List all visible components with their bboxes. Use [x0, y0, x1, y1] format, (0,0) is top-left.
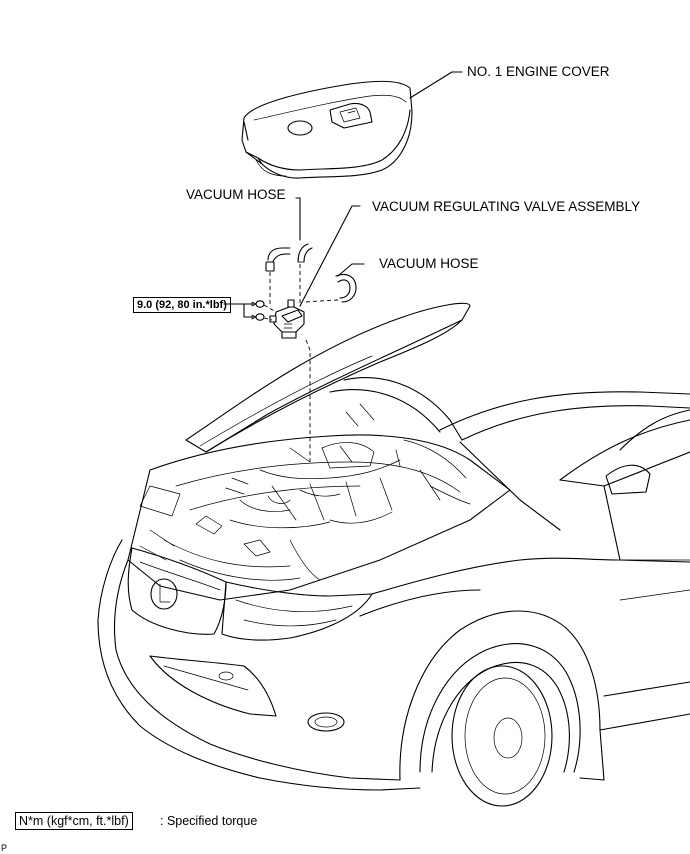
engine-cover-leader — [409, 71, 453, 99]
vehicle-drawing — [97, 302, 690, 807]
regulating-valve-label: VACUUM REGULATING VALVE ASSEMBLY — [372, 199, 641, 214]
reference-mark: P — [1, 843, 8, 853]
vacuum-hose-1-leader — [295, 197, 301, 241]
vacuum-hose-2-leader — [337, 263, 365, 277]
engine-cover-label: NO. 1 ENGINE COVER — [467, 64, 610, 79]
legend-description: : Specified torque — [160, 814, 258, 828]
vacuum-hose-2-drawing — [335, 273, 357, 303]
vacuum-hose-2-label: VACUUM HOSE — [379, 256, 479, 271]
torque-spec-box: 9.0 (92, 80 in.*lbf) — [133, 297, 231, 313]
vacuum-hose-1-label: VACUUM HOSE — [186, 187, 286, 202]
vacuum-regulating-valve-drawing — [269, 299, 305, 339]
engine-cover-drawing — [241, 80, 413, 179]
regulating-valve-leader — [299, 205, 361, 307]
vacuum-hose-1-drawing — [265, 243, 313, 272]
legend-units-box: N*m (kgf*cm, ft.*lbf) — [15, 812, 133, 830]
bolts — [255, 300, 265, 321]
